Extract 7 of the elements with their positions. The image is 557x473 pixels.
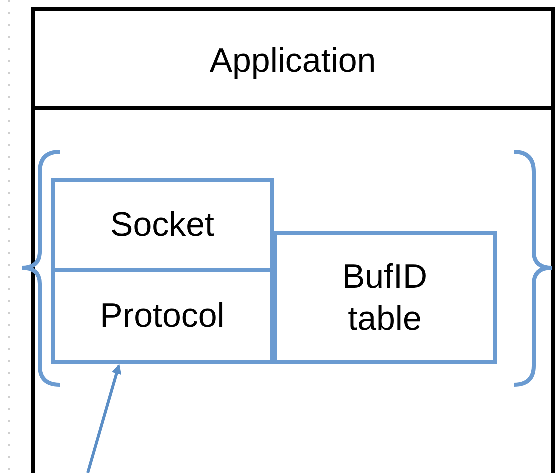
text-box — [273, 231, 497, 364]
container-box — [31, 106, 555, 473]
box-label: Application — [210, 40, 376, 82]
box-label: Protocol — [100, 296, 225, 337]
box-label: BufID table — [341, 256, 429, 340]
arrow — [86, 364, 122, 473]
box-label: Socket — [110, 205, 214, 246]
